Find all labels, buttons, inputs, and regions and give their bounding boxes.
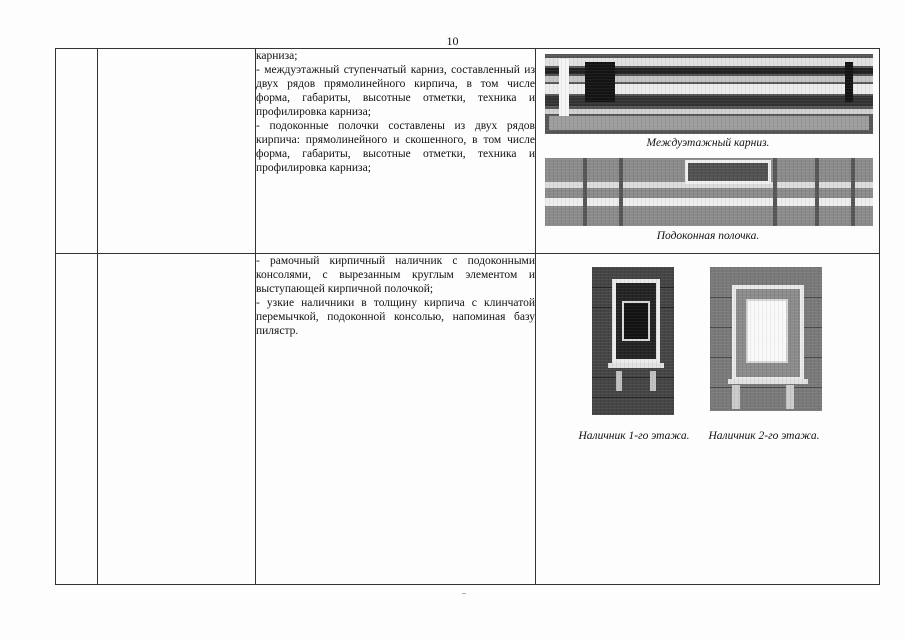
photo-cell: Междуэтажный карниз. Подоконная полочка. bbox=[535, 48, 880, 254]
number-cell bbox=[55, 48, 98, 254]
architecture-table: карниза; - междуэтажный ступенчатый карн… bbox=[55, 48, 880, 585]
second-floor-window-photo bbox=[710, 267, 822, 411]
table-row: - рамочный кирпичный наличник с подоконн… bbox=[55, 253, 880, 585]
cornice-caption: Междуэтажный карниз. bbox=[646, 137, 770, 149]
object-cell bbox=[97, 48, 256, 254]
sill-caption: Подоконная полочка. bbox=[656, 230, 760, 242]
description-paragraph: - рамочный кирпичный наличник с подоконн… bbox=[256, 255, 535, 295]
table-row: карниза; - междуэтажный ступенчатый карн… bbox=[55, 48, 880, 254]
page-number: 10 bbox=[446, 34, 459, 48]
description-paragraph: - междуэтажный ступенчатый карниз, соста… bbox=[256, 64, 535, 118]
description-cell: карниза; - междуэтажный ступенчатый карн… bbox=[255, 48, 536, 254]
description-paragraph: - узкие наличники в толщину кирпича с кл… bbox=[256, 297, 535, 337]
number-cell bbox=[55, 253, 98, 585]
description-cell: - рамочный кирпичный наличник с подоконн… bbox=[255, 253, 536, 585]
description-paragraph: карниза; bbox=[256, 50, 298, 62]
first-floor-caption: Наличник 1-го этажа. bbox=[578, 430, 690, 442]
first-floor-window-photo bbox=[592, 267, 674, 415]
photo-cell: Наличник 1-го этажа. Наличник 2-го этажа… bbox=[535, 253, 880, 585]
scan-speck bbox=[462, 593, 466, 594]
object-cell bbox=[97, 253, 256, 585]
sill-photo bbox=[545, 158, 873, 226]
description-paragraph: - подоконные полочки составлены из двух … bbox=[256, 120, 535, 174]
second-floor-caption: Наличник 2-го этажа. bbox=[708, 430, 820, 442]
cornice-photo bbox=[545, 54, 873, 134]
